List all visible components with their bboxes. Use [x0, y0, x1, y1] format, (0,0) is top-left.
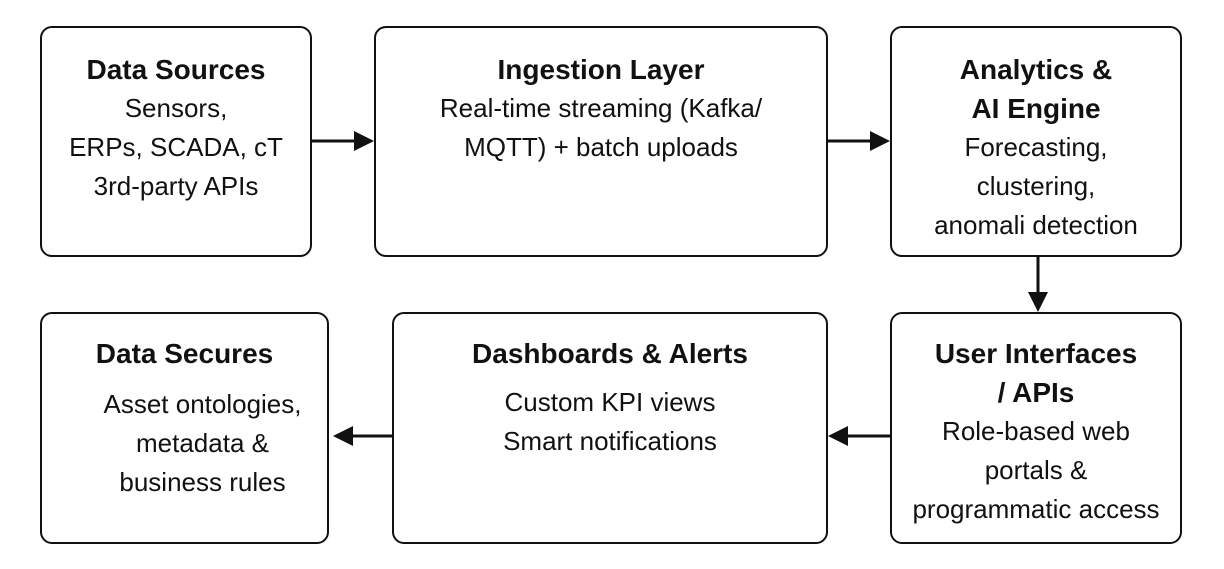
node-title: Analytics & AI Engine: [959, 54, 1113, 124]
node-user-interfaces-apis: User Interfaces / APIs Role-based web po…: [890, 312, 1182, 544]
node-data-sources: Data Sources Sensors, ERPs, SCADA, cT 3r…: [40, 26, 312, 257]
node-title: Data Secures: [95, 338, 274, 369]
node-dashboards-alerts: Dashboards & Alerts Custom KPI views Sma…: [392, 312, 828, 544]
node-title: Dashboards & Alerts: [472, 338, 748, 369]
arrow-ingestion-to-analytics: [828, 131, 890, 151]
node-description: Forecasting, clustering, anomali detecti…: [934, 132, 1138, 240]
node-description: Real-time streaming (Kafka/ MQTT) + batc…: [439, 93, 763, 162]
node-description: Asset ontologies, metadata & business ru…: [103, 389, 302, 497]
node-description: Role-based web portals & programmatic ac…: [912, 416, 1160, 524]
arrow-analytics-to-user-interfaces: [1028, 257, 1048, 312]
arrow-data-sources-to-ingestion: [312, 131, 374, 151]
node-title: Data Sources: [86, 54, 266, 85]
node-title: Ingestion Layer: [497, 54, 705, 85]
node-data-secures: Data Secures Asset ontologies, metadata …: [40, 312, 329, 544]
node-title: User Interfaces / APIs: [934, 338, 1138, 408]
arrow-dashboards-to-data-secures: [333, 426, 392, 446]
node-description: Sensors, ERPs, SCADA, cT 3rd-party APIs: [69, 93, 283, 201]
node-description: Custom KPI views Smart notifications: [503, 387, 717, 456]
arrow-user-interfaces-to-dashboards: [828, 426, 890, 446]
node-ingestion-layer: Ingestion Layer Real-time streaming (Kaf…: [374, 26, 828, 257]
node-analytics-ai-engine: Analytics & AI Engine Forecasting, clust…: [890, 26, 1182, 257]
